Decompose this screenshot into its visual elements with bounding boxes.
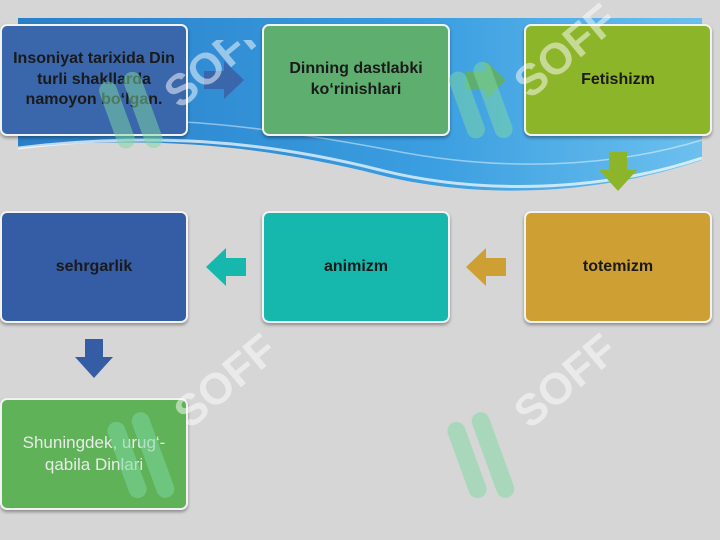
node-animizm-label: animizm [323, 257, 388, 275]
node-urug-qabila-dinlari-label: Shuningdek, urug‘-qabila Dinlari [22, 432, 166, 474]
node-sehrgarlik: sehrgarlik [0, 211, 188, 323]
node-animizm: animizm [262, 211, 450, 323]
right-arrow-icon [466, 61, 506, 99]
node-totemizm: totemizm [524, 211, 712, 323]
down-arrow-icon [75, 339, 113, 378]
node-sehrgarlik-label: sehrgarlik [55, 257, 133, 275]
left-arrow-icon [466, 248, 506, 286]
node-dinning-dastlabki: Dinning dastlabki ko‘rinishlari [262, 24, 450, 136]
soff-watermark-logo: SOFF [447, 325, 626, 499]
node-fetishizm: Fetishizm [524, 24, 712, 136]
node-fetishizm-label: Fetishizm [581, 70, 655, 88]
down-arrow-icon [599, 152, 637, 191]
node-dinning-dastlabki-label: Dinning dastlabki ko‘rinishlari [289, 60, 423, 98]
node-totemizm-label: totemizm [582, 257, 654, 275]
right-arrow-icon [204, 61, 244, 99]
node-insoniyat-tarixida-label: Insoniyat tarixida Din turli shakllarda … [13, 49, 175, 109]
left-arrow-icon [206, 248, 246, 286]
svg-text:SOFF: SOFF [505, 325, 626, 438]
node-insoniyat-tarixida: Insoniyat tarixida Din turli shakllarda … [0, 24, 188, 136]
node-urug-qabila-dinlari: Shuningdek, urug‘-qabila Dinlari [0, 398, 188, 510]
